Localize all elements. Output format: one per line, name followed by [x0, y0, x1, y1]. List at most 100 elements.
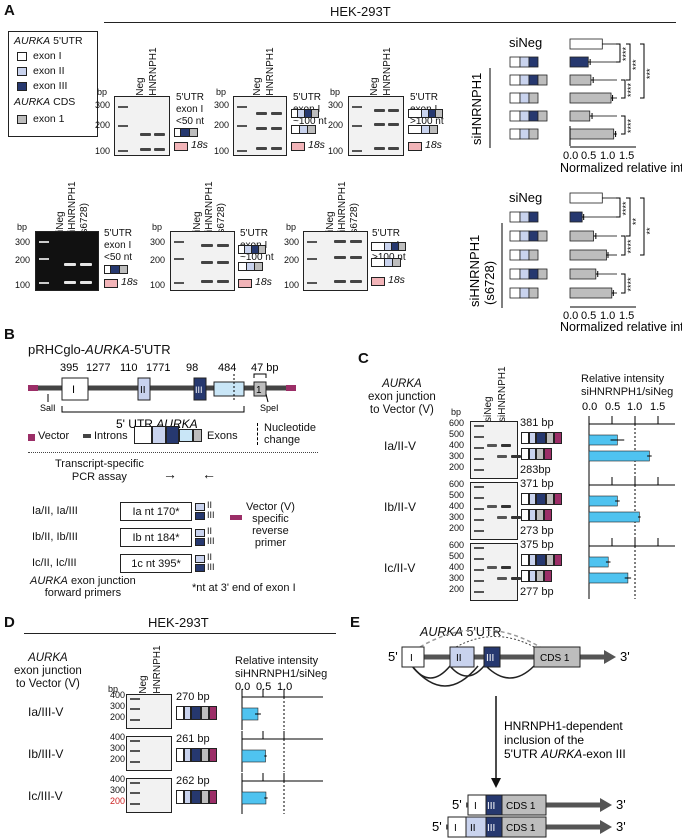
- exon-box: [435, 109, 443, 118]
- bar: [569, 110, 591, 122]
- exon-schematic: [519, 128, 530, 140]
- sig-bracket: [621, 79, 626, 99]
- rna-18s-box: [371, 277, 385, 286]
- chart-group-label2: (s6728): [482, 261, 497, 305]
- exon-box: [209, 748, 217, 762]
- bar: [588, 572, 629, 584]
- exon-box: [554, 493, 562, 505]
- footnote: *nt at 3' end of exon I: [192, 582, 296, 594]
- exon-swatch: [195, 503, 205, 511]
- ladder-label: 400: [449, 562, 465, 572]
- gel-image: [470, 482, 521, 540]
- exon-schematic: [528, 128, 539, 140]
- sall-site: SalI: [40, 403, 56, 413]
- exon-box: [529, 448, 536, 460]
- sig-label: ****: [626, 277, 636, 292]
- tick-label: 1.0: [600, 150, 615, 162]
- exon-label: II: [140, 385, 146, 396]
- three-prime-label: 3': [616, 819, 626, 834]
- size-label-top: 375 bp: [520, 539, 554, 551]
- vector-primer-swatch: [230, 515, 242, 520]
- lane-label-sihnrnph1: siHNRNPH1: [382, 47, 393, 103]
- bp-label: bp: [286, 222, 297, 232]
- key-change-line: [257, 423, 258, 445]
- ladder-100: 100: [15, 280, 31, 290]
- sig-label: ****: [626, 239, 636, 254]
- ladder-200: 200: [214, 120, 230, 130]
- tick-label: 0.0: [563, 150, 578, 162]
- lane-label-sihnrnph1: siHNRNPH1: [148, 47, 159, 103]
- exon-legend: AURKA 5'UTR exon I exon II exon III AURK…: [8, 31, 98, 137]
- exon-schematic: [509, 211, 521, 223]
- exon-box: [521, 493, 529, 505]
- construct-title: pRHCglo-AURKA-5'UTR: [28, 342, 171, 357]
- bar: [569, 74, 592, 86]
- bar: [588, 450, 650, 462]
- exon-schematic: [528, 287, 539, 299]
- exon-I: [401, 646, 425, 668]
- legend-exon2: exon II: [33, 65, 65, 77]
- desc-line: HNRNPH1-dependent: [504, 719, 623, 733]
- tick-label: 1.5: [619, 150, 634, 162]
- exon-box: [544, 509, 552, 521]
- exon-box: [529, 570, 536, 582]
- exon-schematic: [528, 268, 539, 280]
- utr-bracket: [61, 406, 245, 413]
- gel-image: [126, 736, 172, 771]
- legend-exon1: exon I: [33, 50, 62, 62]
- panel-label-b: B: [4, 326, 15, 343]
- lane-label-sineg: siNeg: [483, 396, 494, 422]
- exon-schematic: [509, 56, 521, 68]
- gel-image: [303, 231, 368, 291]
- arrow-head: [604, 650, 616, 664]
- sig-bracket: [626, 43, 631, 81]
- gel-image: [348, 96, 404, 156]
- exon-box: [307, 125, 316, 134]
- exon-schematic: [509, 249, 521, 261]
- bar: [569, 128, 615, 140]
- header-rule: [104, 22, 676, 23]
- five-prime-label: 5': [432, 819, 442, 834]
- lane-label-sihnrnph1: siHNRNPH1: [204, 181, 215, 237]
- panel-label-a: A: [4, 2, 15, 19]
- exon-box: [191, 790, 201, 804]
- sig-bracket: [621, 273, 626, 294]
- sig-label: ***: [645, 68, 655, 79]
- panel-e-title: AURKA 5'UTR: [420, 625, 502, 639]
- exon-schematic: [528, 211, 539, 223]
- tick-label: 1.5: [650, 401, 665, 413]
- ladder-label: 600: [449, 479, 465, 489]
- exon-box: [209, 790, 217, 804]
- ladder-200: 200: [15, 255, 31, 265]
- exon-box: [529, 554, 536, 566]
- tick-label: 0.0: [563, 310, 578, 322]
- ladder-200: 200: [150, 255, 166, 265]
- cell-line-label: HEK-293T: [330, 4, 391, 19]
- exon-box: [201, 706, 209, 720]
- exon-schematic: [519, 74, 530, 86]
- exon-box: [184, 790, 191, 804]
- ladder-label: 300: [449, 512, 465, 522]
- exon-box: [184, 706, 191, 720]
- exon-box: [529, 432, 536, 444]
- three-prime-label: 3': [620, 649, 630, 664]
- length-label: 1277: [86, 362, 110, 374]
- panel-label-e: E: [350, 614, 361, 631]
- exon-box: [191, 706, 201, 720]
- roman-label: III: [207, 536, 215, 546]
- length-label: 47 bp: [251, 362, 279, 374]
- exon-box: [408, 125, 422, 134]
- ladder-label: 500: [449, 551, 465, 561]
- exon-label: CDS 1: [506, 823, 536, 834]
- legend-swatch-exon3: [17, 82, 27, 91]
- exon-schematic: [528, 110, 539, 122]
- exon-schematic: [519, 268, 530, 280]
- intron-key-swatch: [83, 434, 91, 438]
- splicing-diagram: 5' 3' I II III CDS 1 HNRNPH1-dependent i…: [388, 630, 630, 838]
- exon-box: [521, 570, 529, 582]
- exon-label: CDS 1: [540, 653, 570, 664]
- spel-site: SpeI: [260, 403, 279, 413]
- gel-image: [233, 96, 287, 156]
